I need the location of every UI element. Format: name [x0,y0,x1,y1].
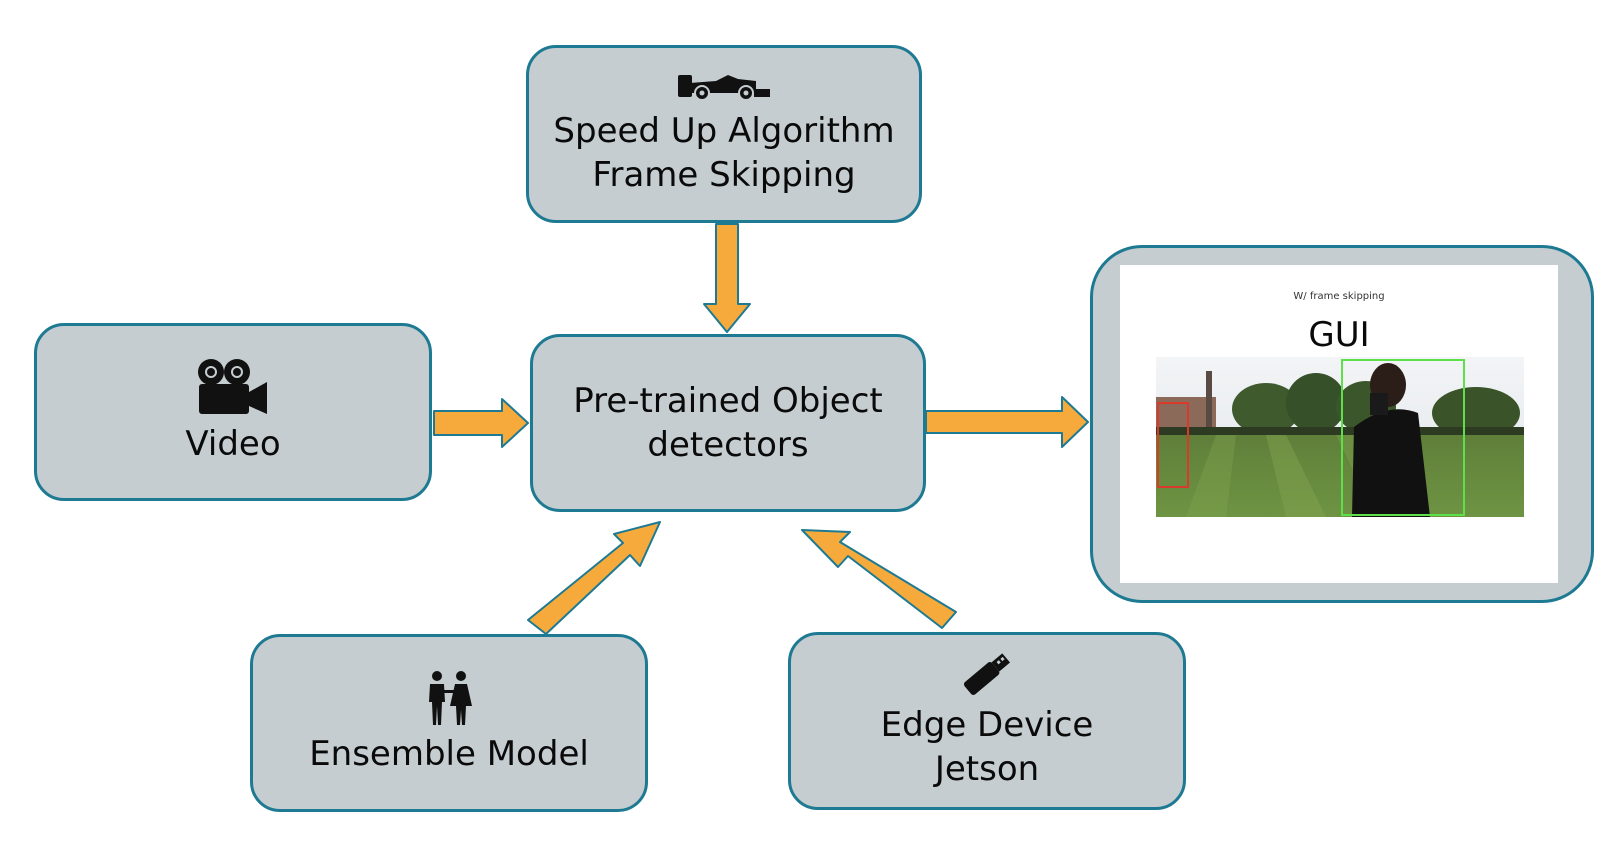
ensemble-label: Ensemble Model [309,734,589,774]
arrow-edge-to-detectors [801,529,957,629]
gui-title: GUI [1308,315,1370,355]
video-node: Video [34,323,432,501]
gui-screenshot: W/ frame skipping GUI [1120,265,1558,583]
arrow-speedup-to-detectors [703,223,751,333]
edge-device-node: Edge Device Jetson [788,632,1186,810]
edge-label-line1: Edge Device [880,705,1094,745]
arrow-video-to-detectors [433,398,529,448]
speed-up-label-line2: Frame Skipping [592,155,856,195]
usb-stick-icon [960,651,1014,701]
movie-camera-icon [195,358,271,420]
speed-up-node: Speed Up Algorithm Frame Skipping [526,45,922,223]
race-car-icon [676,71,772,105]
video-label: Video [185,424,281,464]
detectors-label-line1: Pre-trained Object [573,381,883,421]
detection-photo [1156,357,1524,517]
object-detectors-node: Pre-trained Object detectors [530,334,926,512]
gui-caption: W/ frame skipping [1293,291,1385,302]
couple-icon [424,670,474,730]
speed-up-label-line1: Speed Up Algorithm [553,111,895,151]
edge-label-line2: Jetson [934,749,1040,789]
arrow-detectors-to-gui [925,396,1089,448]
arrow-ensemble-to-detectors [527,521,661,635]
ensemble-model-node: Ensemble Model [250,634,648,812]
detectors-label-line2: detectors [647,425,809,465]
